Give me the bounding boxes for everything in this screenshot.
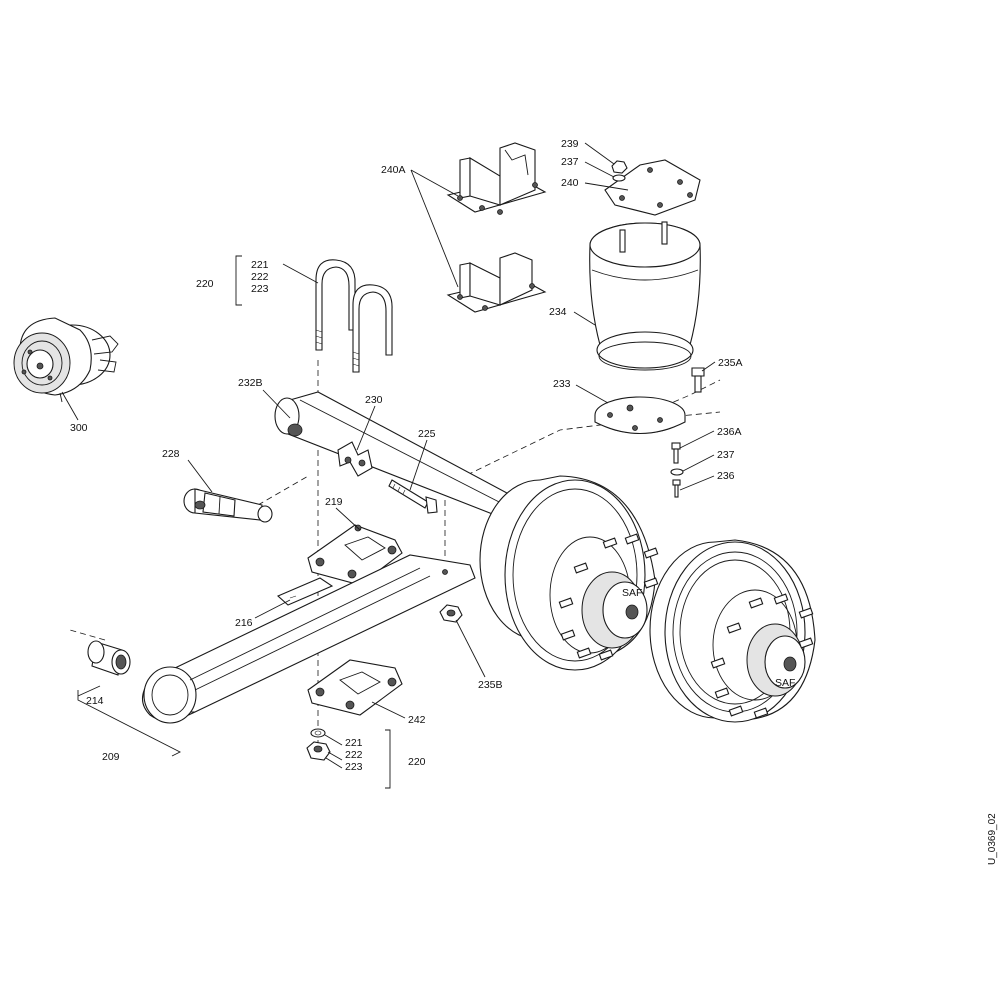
label-300: 300	[70, 422, 88, 434]
bolt-236a	[671, 442, 681, 464]
brake-disc-hub: SAF	[649, 539, 816, 723]
label-216: 216	[235, 617, 253, 629]
wheel-studs-left	[558, 533, 659, 661]
label-221-lower: 221	[345, 737, 363, 749]
bracket-230	[337, 441, 373, 477]
u-bolts-220	[315, 259, 393, 373]
air-spring-top-plate-240	[604, 159, 701, 216]
washer-nut-lower	[306, 728, 331, 761]
bolt-225	[388, 479, 438, 514]
air-spring-bracket-240a-upper	[446, 142, 547, 215]
brake-chamber-300	[13, 317, 119, 403]
label-223-upper: 223	[251, 283, 269, 295]
label-219: 219	[325, 496, 343, 508]
nut-239	[611, 160, 628, 174]
brake-drum-hub: SAF	[479, 475, 659, 671]
air-spring-bracket-240a-lower	[446, 252, 547, 313]
bolt-236	[672, 479, 681, 498]
hub-marking-right: SAF	[775, 677, 795, 689]
label-232b: 232B	[238, 377, 263, 389]
nut-235b	[439, 604, 463, 623]
label-237-lower: 237	[717, 449, 735, 461]
shock-absorber-228	[183, 488, 273, 523]
callout-labels: 300 220 221 222 223 232B 230 225 228 219…	[70, 138, 743, 773]
label-239: 239	[561, 138, 579, 150]
air-spring-234	[589, 221, 701, 371]
label-230: 230	[365, 394, 383, 406]
hub-marking-left: SAF	[622, 587, 642, 599]
drawing-id: U_0369_02	[987, 813, 998, 865]
bolt-235a	[691, 367, 705, 393]
washer-237-top	[612, 174, 626, 182]
label-240: 240	[561, 177, 579, 189]
label-236: 236	[717, 470, 735, 482]
leader-lines	[61, 142, 716, 789]
label-225: 225	[418, 428, 436, 440]
leaf-spring-209	[141, 554, 476, 724]
label-237-upper: 237	[561, 156, 579, 168]
label-223-lower: 223	[345, 761, 363, 773]
label-209: 209	[102, 751, 120, 763]
label-235a: 235A	[718, 357, 743, 369]
washer-237-lower	[670, 468, 684, 476]
label-233: 233	[553, 378, 571, 390]
bottom-plate-242	[307, 659, 403, 716]
spacer-plate-216	[276, 577, 334, 606]
label-222-upper: 222	[251, 271, 269, 283]
label-236a: 236A	[717, 426, 742, 438]
label-240a: 240A	[381, 164, 406, 176]
label-220-lower: 220	[408, 756, 426, 768]
piston-plate-233	[594, 396, 686, 435]
label-242: 242	[408, 714, 426, 726]
label-214: 214	[86, 695, 104, 707]
axle-beam-232b	[274, 391, 522, 516]
label-221-upper: 221	[251, 259, 269, 271]
label-234: 234	[549, 306, 567, 318]
label-222-lower: 222	[345, 749, 363, 761]
label-228: 228	[162, 448, 180, 460]
wheel-studs-right	[710, 593, 814, 719]
label-220-upper: 220	[196, 278, 214, 290]
bush-214	[87, 640, 131, 676]
label-235b: 235B	[478, 679, 503, 691]
